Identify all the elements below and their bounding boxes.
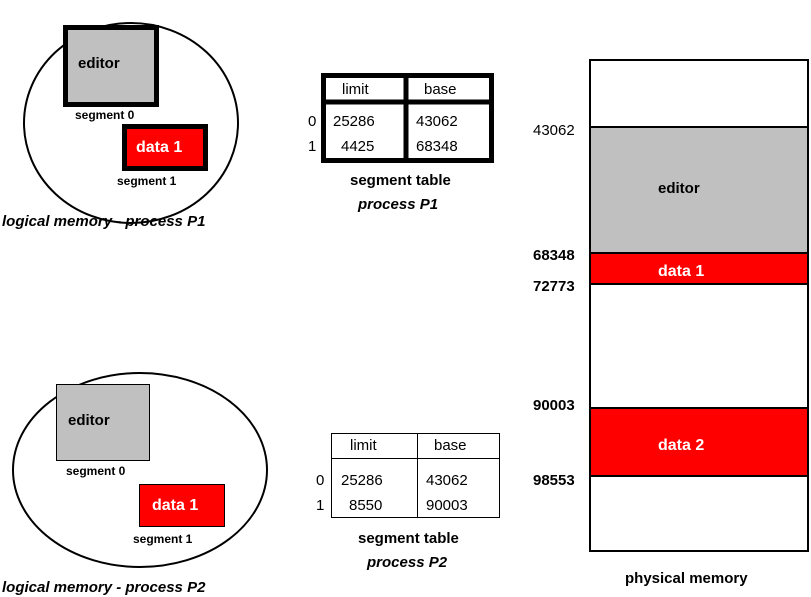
p2-caption: logical memory - process P2 xyxy=(2,579,206,596)
p2-table-process: process P2 xyxy=(366,554,448,571)
physical-editor-block xyxy=(589,126,809,254)
p2-row-base: 43062 xyxy=(426,472,468,489)
p2-row-base: 90003 xyxy=(426,497,468,514)
p1-segment1-label: segment 1 xyxy=(117,174,177,188)
p1-editor-segment xyxy=(63,25,159,107)
p1-row-index: 0 xyxy=(308,113,316,130)
p2-header-base: base xyxy=(434,437,467,454)
p1-row-base: 68348 xyxy=(416,138,458,155)
p2-header-limit: limit xyxy=(350,437,377,454)
p1-row-base: 43062 xyxy=(416,113,458,130)
p1-row-limit: 4425 xyxy=(341,138,374,155)
p2-data-label: data 1 xyxy=(152,497,198,514)
p2-row-limit: 25286 xyxy=(341,472,383,489)
process-p2-circle xyxy=(12,372,268,568)
segment-table-p1: limit base 0 25286 43062 1 4425 68348 se… xyxy=(308,73,494,213)
p1-segment0-label: segment 0 xyxy=(75,108,135,122)
physical-data1-label: data 1 xyxy=(658,263,704,280)
p2-segment1-label: segment 1 xyxy=(133,532,193,546)
physical-data1-block xyxy=(589,252,809,285)
physical-editor-label: editor xyxy=(658,180,700,197)
p2-data-segment xyxy=(139,484,225,527)
physical-data2-block xyxy=(589,407,809,477)
physical-data2-label: data 2 xyxy=(658,437,704,454)
p1-data-segment xyxy=(122,124,208,171)
process-p1-circle xyxy=(23,22,239,224)
p1-table-caption: segment table xyxy=(350,172,451,189)
p2-row-index: 1 xyxy=(316,497,324,514)
p1-header-base: base xyxy=(424,81,457,98)
p1-header-limit: limit xyxy=(342,81,369,98)
p1-data-label: data 1 xyxy=(136,139,182,156)
p2-editor-label: editor xyxy=(68,412,110,429)
address-label: 98553 xyxy=(533,472,575,489)
p2-row-index: 0 xyxy=(316,472,324,489)
p1-caption: logical memory - process P1 xyxy=(2,213,205,230)
p1-editor-label: editor xyxy=(78,55,120,72)
p2-editor-segment xyxy=(56,384,150,461)
p1-table-process: process P1 xyxy=(357,196,438,213)
p1-row-index: 1 xyxy=(308,138,316,155)
p1-row-limit: 25286 xyxy=(333,113,375,130)
physical-memory-caption: physical memory xyxy=(625,570,748,587)
physical-memory: 43062 68348 72773 90003 98553 editor dat… xyxy=(533,59,809,587)
p2-table-caption: segment table xyxy=(358,530,459,547)
address-label: 72773 xyxy=(533,278,575,295)
address-label: 68348 xyxy=(533,247,575,264)
logical-memory-p1: editor segment 0 data 1 segment 1 logica… xyxy=(2,22,239,230)
p2-row-limit: 8550 xyxy=(349,497,382,514)
logical-memory-p2: editor segment 0 data 1 segment 1 logica… xyxy=(2,372,268,596)
address-label: 90003 xyxy=(533,397,575,414)
address-label: 43062 xyxy=(533,122,575,139)
segment-table-p2: limit base 0 25286 43062 1 8550 90003 se… xyxy=(316,433,500,571)
p2-segment0-label: segment 0 xyxy=(66,464,126,478)
